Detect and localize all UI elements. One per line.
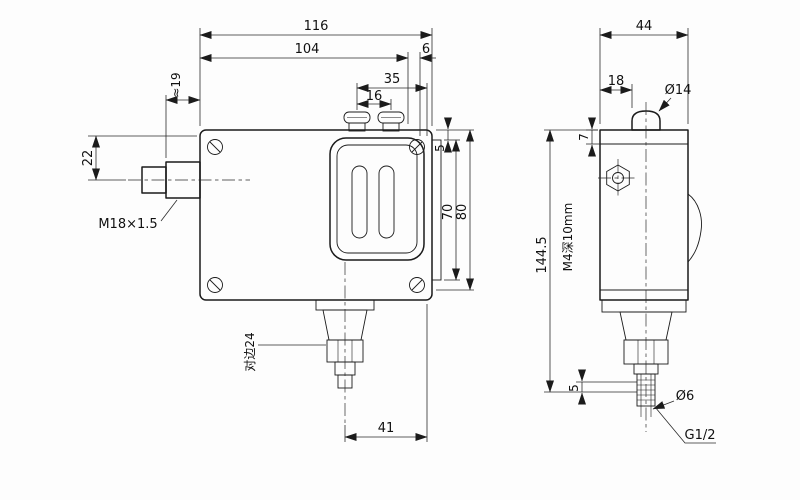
terminal-screw [343,111,371,132]
label-pressure-thread: G1/2 [654,406,716,444]
front-view: 116 104 6 35 16 ≈19 [81,19,474,442]
corner-screw [409,277,425,293]
corner-screw [207,139,223,155]
dim-104: 104 [199,42,409,124]
dim-144-5-text: 144.5 [535,236,550,273]
side-body-group [598,102,702,432]
dim-6-text: 6 [422,42,430,57]
dim-5-front: 5 [433,117,474,153]
label-hex-across-flats: 对边24 [243,332,326,372]
dim-19: ≈19 [165,72,201,158]
conduit-thread-text: M18×1.5 [98,217,157,232]
dim-7: 7 [577,117,600,157]
dim-80-text: 80 [455,204,470,221]
side-bulge [687,193,702,263]
front-body [199,129,433,301]
label-conduit-thread: M18×1.5 [98,199,178,232]
side-body [599,129,689,301]
dim-22-text: 22 [81,150,96,167]
dim-22: 22 [81,135,197,181]
dim-6: 6 [419,42,436,136]
dim-41-text: 41 [378,421,395,436]
dim-5-front-text: 5 [433,144,447,152]
cover-slot [378,165,395,239]
hex-across-flats-text: 对边24 [243,332,257,371]
label-face-screw: M4深10mm [561,203,575,272]
corner-screw [207,277,223,293]
dim-18-text: 18 [608,74,625,89]
dim-35: 35 [356,72,428,136]
face-hex-screw [598,159,638,197]
dim-5-side-text: 5 [567,384,581,392]
face-screw-text: M4深10mm [561,203,575,272]
label-cap-diameter: Ø14 [658,83,692,112]
dim-16: 16 [356,89,392,110]
cap-diameter-text: Ø14 [665,83,692,98]
side-view: 44 18 Ø14 7 144.5 M4深10mm [535,19,716,444]
pressure-connection-side [601,299,687,417]
dim-104-text: 104 [295,42,320,57]
dim-70: 70 [441,139,460,281]
pressure-thread-text: G1/2 [685,428,716,443]
dim-41: 41 [344,304,428,442]
dim-44: 44 [599,19,689,124]
dim-5-side: 5 [567,369,637,405]
bore-diameter-text: Ø6 [676,389,695,404]
front-body-group [128,111,442,425]
switch-cover [329,137,425,261]
side-bracket-edge [431,139,442,281]
dim-7-text: 7 [577,133,591,141]
dim-70-text: 70 [441,204,456,221]
dim-80: 80 [436,129,474,291]
dim-35-text: 35 [384,72,401,87]
label-bore-diameter: Ø6 [652,389,695,410]
dim-18: 18 [599,74,633,108]
terminal-screw [377,111,405,132]
dim-144-5: 144.5 [535,129,637,393]
dim-19-text: ≈19 [169,72,183,97]
dim-116-text: 116 [304,19,329,34]
dim-16-text: 16 [366,89,383,104]
cover-slot [351,165,368,239]
dim-44-text: 44 [636,19,653,34]
dim-116: 116 [199,19,433,126]
